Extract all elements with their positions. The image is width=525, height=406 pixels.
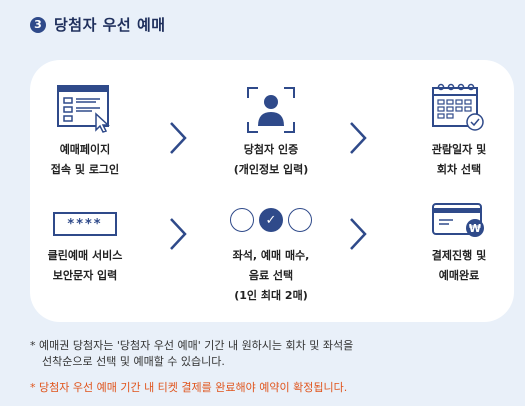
step-login: 예매페이지 접속 및 로그인 xyxy=(30,82,140,180)
step-number-badge: 3 xyxy=(30,16,46,33)
step-date-select-label: 관람일자 및 회차 선택 xyxy=(431,143,487,176)
step-captcha: **** 클린예매 서비스 보안문자 입력 xyxy=(30,200,140,286)
user-verify-icon xyxy=(216,82,326,134)
section-title: 당첨자 우선 예매 xyxy=(54,16,166,34)
section-header: 3 당첨자 우선 예매 xyxy=(30,14,166,35)
step-captcha-label: 클린예매 서비스 보안문자 입력 xyxy=(47,249,123,282)
process-card: 예매페이지 접속 및 로그인 당첨자 인증 (개인정보 입력) xyxy=(30,60,514,322)
webpage-cursor-icon xyxy=(30,82,140,134)
seat-select-icon: ✓ xyxy=(216,200,326,240)
check-icon: ✓ xyxy=(259,208,283,232)
arrow-right-icon xyxy=(350,122,367,154)
note-info: * 예매권 당첨자는 '당첨자 우선 예매' 기간 내 원하시는 회차 및 좌석… xyxy=(30,339,354,368)
svg-text:₩: ₩ xyxy=(469,222,481,235)
step-verify: 당첨자 인증 (개인정보 입력) xyxy=(216,82,326,180)
calendar-check-icon xyxy=(404,82,514,134)
notes-section: * 예매권 당첨자는 '당첨자 우선 예매' 기간 내 원하시는 회차 및 좌석… xyxy=(30,338,353,396)
step-seat-select: ✓ 좌석, 예매 매수, 음료 선택 (1인 최대 2매) xyxy=(216,200,326,306)
step-date-select: 관람일자 및 회차 선택 xyxy=(404,82,514,180)
arrow-right-icon xyxy=(350,218,367,250)
step-seat-select-label: 좌석, 예매 매수, 음료 선택 (1인 최대 2매) xyxy=(232,249,310,302)
password-field-icon: **** xyxy=(30,200,140,240)
step-verify-label: 당첨자 인증 (개인정보 입력) xyxy=(233,143,309,176)
arrow-right-icon xyxy=(170,218,187,250)
arrow-right-icon xyxy=(170,122,187,154)
step-payment-label: 결제진행 및 예매완료 xyxy=(431,249,487,282)
note-warning: * 당첨자 우선 예매 기간 내 티켓 결제를 완료해야 예약이 확정됩니다. xyxy=(30,381,348,394)
step-login-label: 예매페이지 접속 및 로그인 xyxy=(50,143,120,176)
step-payment: ₩ 결제진행 및 예매완료 xyxy=(404,200,514,286)
card-payment-icon: ₩ xyxy=(404,200,514,240)
